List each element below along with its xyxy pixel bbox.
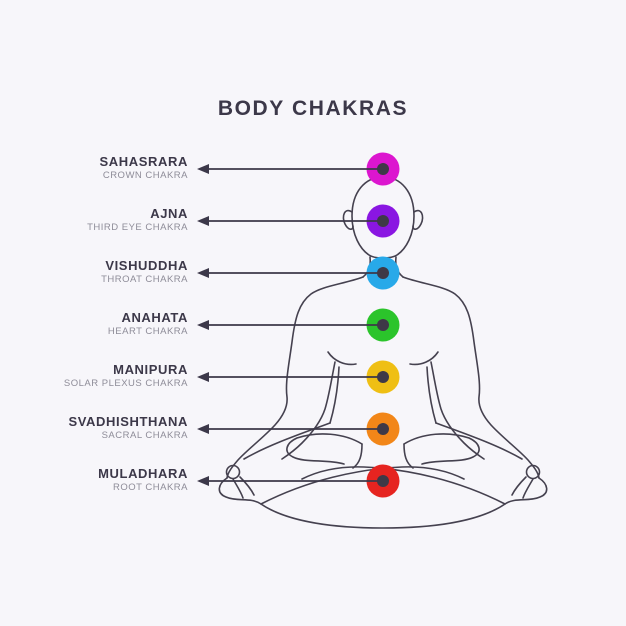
right-shoulder-arm [402,276,540,479]
chakra-dot-anahata [377,319,389,331]
legs-bottom-outline [218,477,548,529]
chakra-subtitle: ROOT CHAKRA [112,482,188,493]
arrowhead-vishuddha [197,268,209,278]
left-armpit [327,351,357,366]
chakra-label-vishuddha: VISHUDDHA THROAT CHAKRA [0,258,188,286]
chakra-dot-svadhishthana [377,423,389,435]
chakra-dot-ajna [377,215,389,227]
chakra-label-anahata: ANAHATA HEART CHAKRA [0,310,188,338]
torso-right [426,366,437,424]
chakra-label-svadhishthana: SVADHISHTHANA SACRAL CHAKRA [0,414,188,442]
chakra-name: AJNA [150,206,188,221]
arrowhead-anahata [197,320,209,330]
chakra-subtitle: HEART CHAKRA [107,326,188,337]
left-thigh [243,422,331,460]
arrowhead-manipura [197,372,209,382]
arrowhead-sahasrara [197,164,209,174]
chakra-name: MANIPURA [113,362,188,377]
left-ear [342,209,354,230]
chakra-name: ANAHATA [121,310,188,325]
chakra-subtitle: THIRD EYE CHAKRA [87,222,188,233]
arrowhead-muladhara [197,476,209,486]
chakra-label-ajna: AJNA THIRD EYE CHAKRA [0,206,188,234]
page-title: BODY CHAKRAS [217,97,409,120]
right-ear [412,209,424,230]
left-shin [260,466,465,505]
chakra-dot-manipura [377,371,389,383]
chakra-name: SVADHISHTHANA [68,414,188,429]
left-shoulder-arm [226,276,364,479]
right-thigh [435,422,523,460]
arrowhead-ajna [197,216,209,226]
chakra-name: MULADHARA [98,466,188,481]
pelvis-left [352,443,363,469]
right-foot [403,433,480,465]
right-inner-arm [430,361,485,460]
chakra-name: SAHASRARA [99,154,188,169]
right-hand-fingers [511,476,534,499]
chakra-subtitle: SOLAR PLEXUS CHAKRA [63,378,188,389]
chakra-label-sahasrara: SAHASRARA CROWN CHAKRA [0,154,188,182]
right-shin [301,466,506,505]
pointer-arrows [197,164,383,486]
chakra-label-manipura: MANIPURA SOLAR PLEXUS CHAKRA [0,362,188,390]
left-foot [286,433,363,465]
chakra-center-dots [377,163,389,487]
chakra-subtitle: THROAT CHAKRA [101,274,188,285]
pelvis-right [403,443,414,469]
arrowhead-svadhishthana [197,424,209,434]
left-inner-arm [281,361,336,460]
chakra-label-muladhara: MULADHARA ROOT CHAKRA [0,466,188,494]
chakra-name: VISHUDDHA [105,258,188,273]
chakra-subtitle: CROWN CHAKRA [102,170,188,181]
chakra-dot-muladhara [377,475,389,487]
chakra-subtitle: SACRAL CHAKRA [101,430,188,441]
torso-left [329,366,340,424]
chakra-dot-sahasrara [377,163,389,175]
right-armpit [409,351,439,366]
chakra-dot-vishuddha [377,267,389,279]
